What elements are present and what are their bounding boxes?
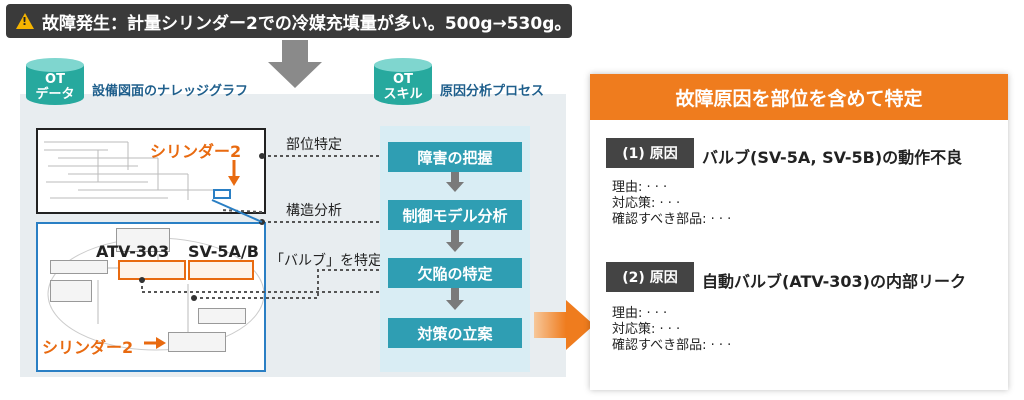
cause-1-measure: 対応策: · · · (612, 196, 681, 211)
step-arrow-head-icon (446, 300, 464, 310)
cause-1-tag: (1) 原因 (606, 138, 694, 168)
orange-right-arrow-icon (144, 337, 166, 349)
ot-data-database-icon: OT データ (26, 58, 84, 112)
result-panel (590, 74, 1008, 390)
step-fault-grasp: 障害の把握 (388, 142, 522, 172)
ot-skill-caption: 原因分析プロセス (440, 84, 545, 99)
ot-skill-label-2: スキル (383, 87, 423, 102)
structure-analysis-label: 構造分析 (286, 203, 342, 219)
step-defect-identify: 欠陥の特定 (388, 258, 522, 288)
connector-lines (139, 153, 388, 301)
cause-2-text: 自動バルブ(ATV-303)の内部リーク (702, 272, 966, 291)
graph-node (50, 280, 92, 302)
cylinder2-label-bottom: シリンダー2 (42, 338, 134, 357)
ot-skill-database-icon: OT スキル (374, 58, 432, 112)
result-arrow-icon (534, 312, 566, 338)
atv-303-label: ATV-303 (96, 242, 170, 261)
equipment-drawing-detail: ATV-303 SV-5A/B シリンダー2 (36, 222, 266, 372)
cause-1-parts: 確認すべき部品: · · · (612, 212, 732, 227)
cause-1-reason: 理由: · · · (612, 180, 668, 195)
graph-node (198, 308, 246, 324)
ot-data-label-1: OT (45, 72, 65, 87)
valve-identify-label: 「バルブ」を特定 (270, 253, 382, 269)
cylinder2-node (168, 332, 226, 352)
step-arrow-icon (451, 288, 459, 300)
cause-2-measure: 対応策: · · · (612, 322, 681, 337)
cause-1-text: バルブ(SV-5A, SV-5B)の動作不良 (702, 148, 963, 167)
graph-node (116, 228, 170, 252)
atv-303-node (118, 260, 186, 280)
step-arrow-icon (451, 230, 459, 242)
cylinder2-label-top: シリンダー2 (150, 142, 242, 161)
cause-2-tag: (2) 原因 (606, 262, 694, 292)
warning-icon (16, 13, 34, 29)
equipment-drawing-overview: シリンダー2 (36, 128, 266, 214)
ot-data-caption: 設備図面のナレッジグラフ (92, 84, 249, 99)
ot-skill-label-1: OT (393, 72, 413, 87)
cause-2-reason: 理由: · · · (612, 306, 668, 321)
cause-2-parts: 確認すべき部品: · · · (612, 338, 732, 353)
orange-arrow-icon (228, 160, 240, 186)
result-arrow-head-icon (566, 300, 594, 350)
step-control-model-analysis: 制御モデル分析 (388, 200, 522, 230)
sv-5ab-label: SV-5A/B (188, 242, 259, 261)
down-arrow-head-icon (268, 62, 322, 88)
ot-data-label-2: データ (35, 87, 75, 102)
banner-text: 故障発生：計量シリンダー2での冷媒充填量が多い。500g→530g。 (42, 13, 572, 34)
down-arrow-icon (282, 40, 308, 62)
drawing-lines-graphic (44, 141, 231, 200)
step-arrow-head-icon (446, 242, 464, 252)
graph-node (50, 260, 108, 274)
step-arrow-icon (451, 172, 459, 182)
step-countermeasure: 対策の立案 (388, 318, 522, 348)
part-identify-label: 部位特定 (286, 137, 342, 153)
sv-5ab-node (188, 260, 254, 280)
result-title: 故障原因を部位を含めて特定 (590, 74, 1008, 120)
failure-banner: 故障発生：計量シリンダー2での冷媒充填量が多い。500g→530g。 (6, 4, 572, 38)
step-arrow-head-icon (446, 182, 464, 192)
